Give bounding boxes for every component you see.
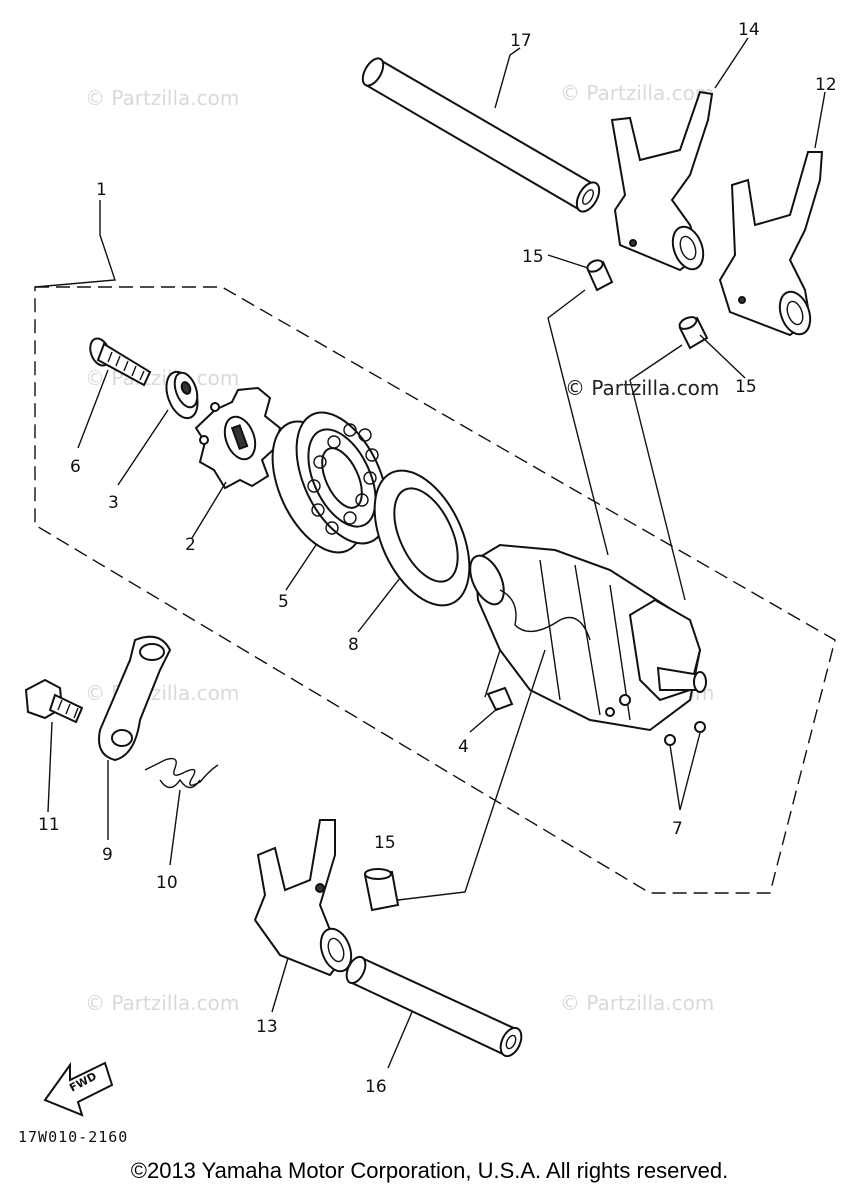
label-part-9: 9 bbox=[102, 845, 113, 865]
label-part-14: 14 bbox=[738, 20, 760, 40]
part-9-lever bbox=[98, 635, 172, 762]
leader-lines bbox=[34, 37, 826, 1069]
label-part-16: 16 bbox=[365, 1077, 387, 1097]
label-part-10: 10 bbox=[156, 873, 178, 893]
watermark: © Partzilla.com bbox=[560, 81, 714, 105]
watermark: © Partzilla.com bbox=[85, 681, 239, 705]
watermark: © Partzilla.com bbox=[85, 366, 239, 390]
part-12-shift-fork bbox=[718, 151, 824, 337]
watermark: © Partzilla.com bbox=[85, 991, 239, 1015]
label-part-15a: 15 bbox=[522, 247, 544, 267]
part-15-pin-lower bbox=[363, 868, 400, 912]
label-part-7: 7 bbox=[672, 819, 683, 839]
part-4-pin bbox=[486, 686, 514, 712]
label-part-17: 17 bbox=[510, 31, 532, 51]
label-part-4: 4 bbox=[458, 737, 469, 757]
part-3-washer bbox=[165, 370, 199, 420]
label-part-2: 2 bbox=[185, 535, 196, 555]
part-13-shift-fork bbox=[253, 819, 353, 977]
label-part-6: 6 bbox=[70, 457, 81, 477]
part-14-shift-fork bbox=[610, 90, 714, 272]
part-15-pin-upper bbox=[586, 259, 614, 292]
shift-drum bbox=[469, 543, 707, 732]
fwd-arrow: FWD bbox=[43, 1061, 114, 1117]
label-part-15b: 15 bbox=[735, 377, 757, 397]
label-part-13: 13 bbox=[256, 1017, 278, 1037]
part-17-shaft bbox=[361, 57, 601, 213]
label-part-3: 3 bbox=[108, 493, 119, 513]
part-7-pins bbox=[664, 721, 706, 746]
label-part-5: 5 bbox=[278, 592, 289, 612]
label-part-11: 11 bbox=[38, 815, 60, 835]
part-16-shaft bbox=[345, 955, 523, 1058]
watermark: © Partzilla.com bbox=[560, 991, 714, 1015]
part-6-screw bbox=[89, 337, 152, 387]
part-8-washer bbox=[373, 469, 471, 607]
part-2-segment bbox=[194, 386, 282, 490]
part-11-bolt bbox=[24, 678, 84, 724]
label-part-1: 1 bbox=[96, 180, 107, 200]
part-5-bearing bbox=[271, 411, 389, 554]
part-10-spring bbox=[144, 757, 219, 789]
part-labels: 1 2 3 4 5 6 7 8 9 10 11 12 13 14 15 15 1… bbox=[18, 20, 837, 1146]
copyright-notice: ©2013 Yamaha Motor Corporation, U.S.A. A… bbox=[130, 1158, 729, 1183]
watermark: © Partzilla.com bbox=[85, 86, 239, 110]
diagram-code: 17W010-2160 bbox=[18, 1128, 128, 1146]
watermark-prominent: © Partzilla.com bbox=[565, 376, 719, 400]
label-part-8: 8 bbox=[348, 635, 359, 655]
assembly-boundary bbox=[34, 286, 836, 894]
part-15-pin-right bbox=[678, 316, 709, 350]
label-part-12: 12 bbox=[815, 75, 837, 95]
label-part-15c: 15 bbox=[374, 833, 396, 853]
